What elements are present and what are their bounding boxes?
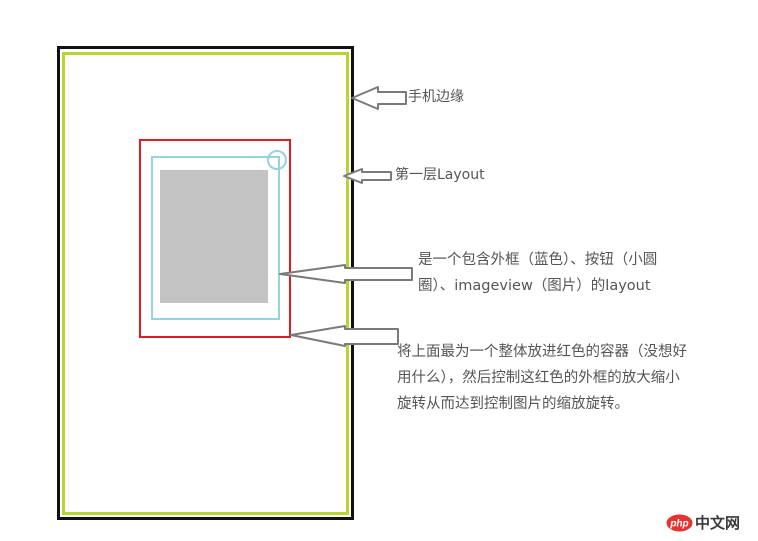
note-line-3: 旋转从而达到控制图片的缩放旋转。 — [397, 396, 629, 412]
phone-edge-box — [57, 46, 354, 520]
note-line-1: 将上面最为一个整体放进红色的容器（没想好 — [397, 344, 687, 360]
imageview-placeholder — [160, 170, 268, 303]
php-logo-icon: php — [666, 514, 693, 532]
first-layer-layout-box — [62, 52, 349, 515]
php-logo-text: php — [669, 519, 688, 530]
note-line-2: 用什么），然后控制这红色的外框的放大缩小 — [397, 370, 680, 386]
red-container-box — [139, 139, 291, 338]
label-red-container-note: 将上面最为一个整体放进红色的容器（没想好 用什么），然后控制这红色的外框的放大缩… — [397, 339, 687, 417]
arrow-inner-layout — [279, 264, 413, 284]
desc-line-2: 圈）、imageview（图片）的layout — [418, 278, 651, 294]
arrow-first-layer — [343, 168, 392, 184]
arrow-phone-edge — [351, 86, 407, 110]
small-circle-button — [267, 150, 287, 170]
desc-line-1: 是一个包含外框（蓝色）、按钮（小圆 — [418, 252, 658, 268]
php-cn-watermark: php 中文网 — [666, 512, 752, 534]
blue-outer-frame — [151, 156, 280, 320]
arrow-red-container — [290, 325, 399, 347]
watermark-text: 中文网 — [695, 514, 741, 532]
label-phone-edge: 手机边缘 — [408, 89, 464, 105]
label-first-layer: 第一层Layout — [395, 167, 485, 183]
label-inner-layout-description: 是一个包含外框（蓝色）、按钮（小圆 圈）、imageview（图片）的layou… — [418, 247, 657, 299]
